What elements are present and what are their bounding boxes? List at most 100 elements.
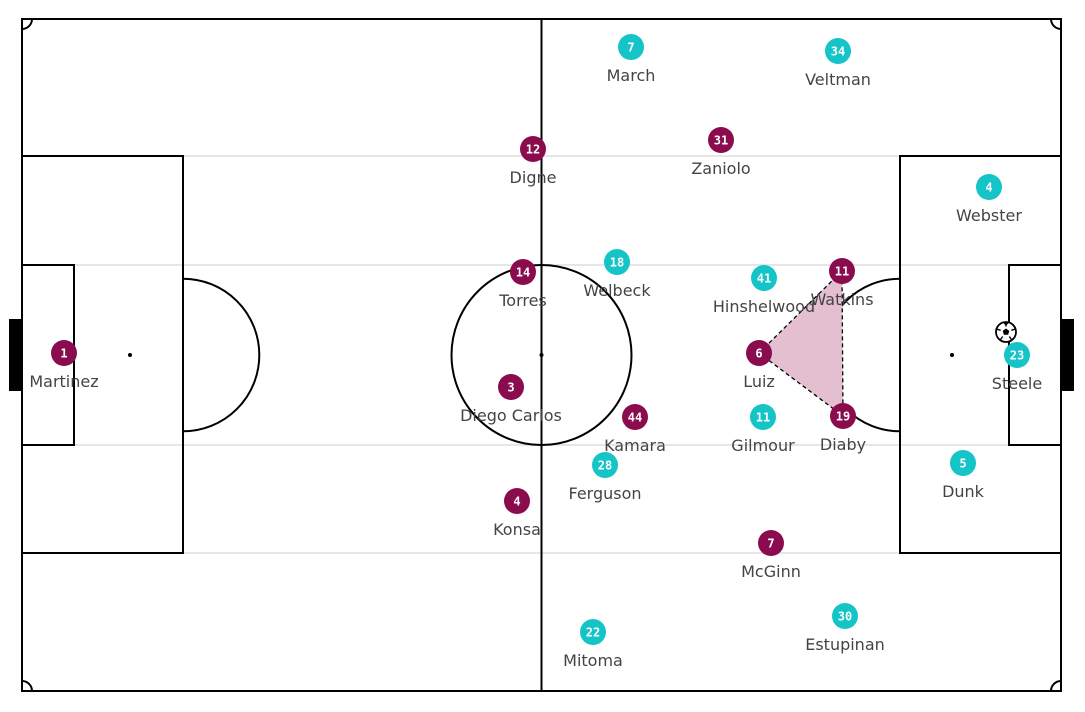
player-number: 4	[513, 495, 520, 509]
player-number: 34	[831, 45, 845, 59]
player-number: 1	[60, 347, 67, 361]
player-name: Watkins	[810, 290, 873, 309]
corner-arc-top-left	[21, 18, 33, 30]
player-name: Luiz	[743, 372, 775, 391]
player-number: 7	[767, 537, 774, 551]
player-dot[interactable]	[750, 404, 776, 430]
player-name: Webster	[956, 206, 1022, 225]
player-name: Diaby	[820, 435, 866, 454]
player-dot[interactable]	[622, 404, 648, 430]
player-name: Ferguson	[568, 484, 641, 503]
player-dot[interactable]	[950, 450, 976, 476]
player-number: 4	[985, 181, 992, 195]
centre-circle	[450, 264, 633, 446]
player-name: Steele	[992, 374, 1042, 393]
player-dot[interactable]	[520, 136, 546, 162]
player-name: Martinez	[29, 372, 98, 391]
player-name: McGinn	[741, 562, 801, 581]
player-name: Konsa	[493, 520, 541, 539]
player-number: 41	[757, 272, 771, 286]
player-number: 23	[1010, 349, 1024, 363]
player-number: 11	[835, 265, 849, 279]
player-number: 14	[516, 266, 530, 280]
player-dot[interactable]	[829, 258, 855, 284]
passing-triangle-highlight	[758, 269, 844, 418]
player-number: 3	[507, 381, 514, 395]
centre-spot	[539, 353, 544, 357]
player-dot[interactable]	[504, 488, 530, 514]
left-goal	[9, 319, 22, 391]
player-dot[interactable]	[825, 38, 851, 64]
left-penalty-arc	[182, 277, 261, 433]
right-goal	[1061, 319, 1074, 391]
player-dot[interactable]	[604, 249, 630, 275]
player-name: Hinshelwood	[713, 297, 815, 316]
player-dot[interactable]	[498, 374, 524, 400]
player-number: 7	[627, 41, 634, 55]
soccer-ball-icon	[995, 321, 1017, 343]
player-name: Dunk	[942, 482, 985, 501]
corner-arc-bottom-right	[1050, 680, 1062, 692]
player-dot[interactable]	[1004, 342, 1030, 368]
player-dot[interactable]	[832, 603, 858, 629]
player-dot[interactable]	[708, 127, 734, 153]
player-name: Welbeck	[583, 281, 651, 300]
player-number: 5	[959, 457, 966, 471]
player-name: Mitoma	[563, 651, 623, 670]
player-name: March	[607, 66, 656, 85]
player-number: 44	[628, 411, 642, 425]
player-number: 31	[714, 134, 728, 148]
player-number: 6	[755, 347, 762, 361]
left-penalty-spot	[128, 353, 132, 357]
player-dot[interactable]	[976, 174, 1002, 200]
player-number: 28	[598, 459, 612, 473]
player-number: 11	[756, 411, 770, 425]
player-name: Gilmour	[731, 436, 795, 455]
corner-arc-bottom-left	[21, 680, 33, 692]
player-name: Kamara	[604, 436, 666, 455]
player-number: 18	[610, 256, 624, 270]
player-dot[interactable]	[746, 340, 772, 366]
left-penalty-area	[21, 155, 184, 554]
player-number: 30	[838, 610, 852, 624]
player-dot[interactable]	[580, 619, 606, 645]
player-dot[interactable]	[618, 34, 644, 60]
player-name: Torres	[498, 291, 547, 310]
player-dot[interactable]	[758, 530, 784, 556]
player-dot[interactable]	[592, 452, 618, 478]
corner-arc-top-right	[1050, 18, 1062, 30]
player-name: Diego Carlos	[460, 406, 562, 425]
player-name: Estupinan	[805, 635, 885, 654]
player-dot[interactable]	[751, 265, 777, 291]
player-dot[interactable]	[830, 403, 856, 429]
player-dot[interactable]	[510, 259, 536, 285]
player-name: Digne	[510, 168, 557, 187]
player-number: 22	[586, 626, 600, 640]
player-dot[interactable]	[51, 340, 77, 366]
player-number: 19	[836, 410, 850, 424]
